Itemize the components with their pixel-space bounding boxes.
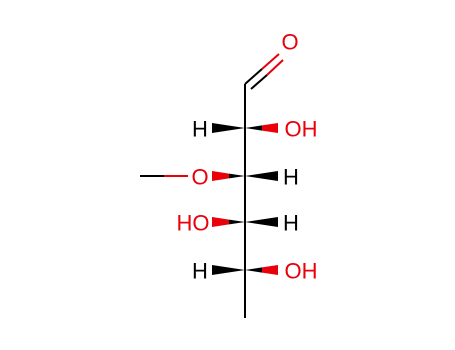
c3-hydrogen-label: H bbox=[283, 165, 299, 190]
wedge-c4-h bbox=[245, 217, 278, 227]
c2-hydrogen-label: H bbox=[192, 117, 208, 142]
wedge-c5-oh-red bbox=[262, 265, 278, 275]
wedge-c2-oh-dark bbox=[245, 125, 262, 131]
wedge-c2-oh-red bbox=[262, 123, 278, 133]
c3-oxygen-label: O bbox=[191, 165, 208, 190]
wedge-c5-h bbox=[212, 265, 245, 275]
wedge-c4-ho-red bbox=[212, 217, 229, 227]
c2-hydroxyl-label: OH bbox=[285, 117, 318, 142]
wedge-c5-oh-dark bbox=[245, 267, 262, 273]
c5-hydrogen-label: H bbox=[192, 259, 208, 284]
wedge-c3-o-dark bbox=[229, 173, 245, 179]
wedge-c3-h bbox=[245, 171, 278, 181]
aldehyde-oxygen-label: O bbox=[281, 30, 298, 55]
wedge-c2-h bbox=[212, 123, 245, 133]
aldehyde-double-bond bbox=[244, 53, 284, 90]
c5-hydroxyl-label: OH bbox=[285, 259, 318, 284]
c4-hydroxyl-label: HO bbox=[177, 211, 210, 236]
wedge-c4-ho-dark bbox=[229, 219, 245, 225]
wedge-c3-o-red bbox=[212, 171, 229, 181]
c4-hydrogen-label: H bbox=[283, 211, 299, 236]
